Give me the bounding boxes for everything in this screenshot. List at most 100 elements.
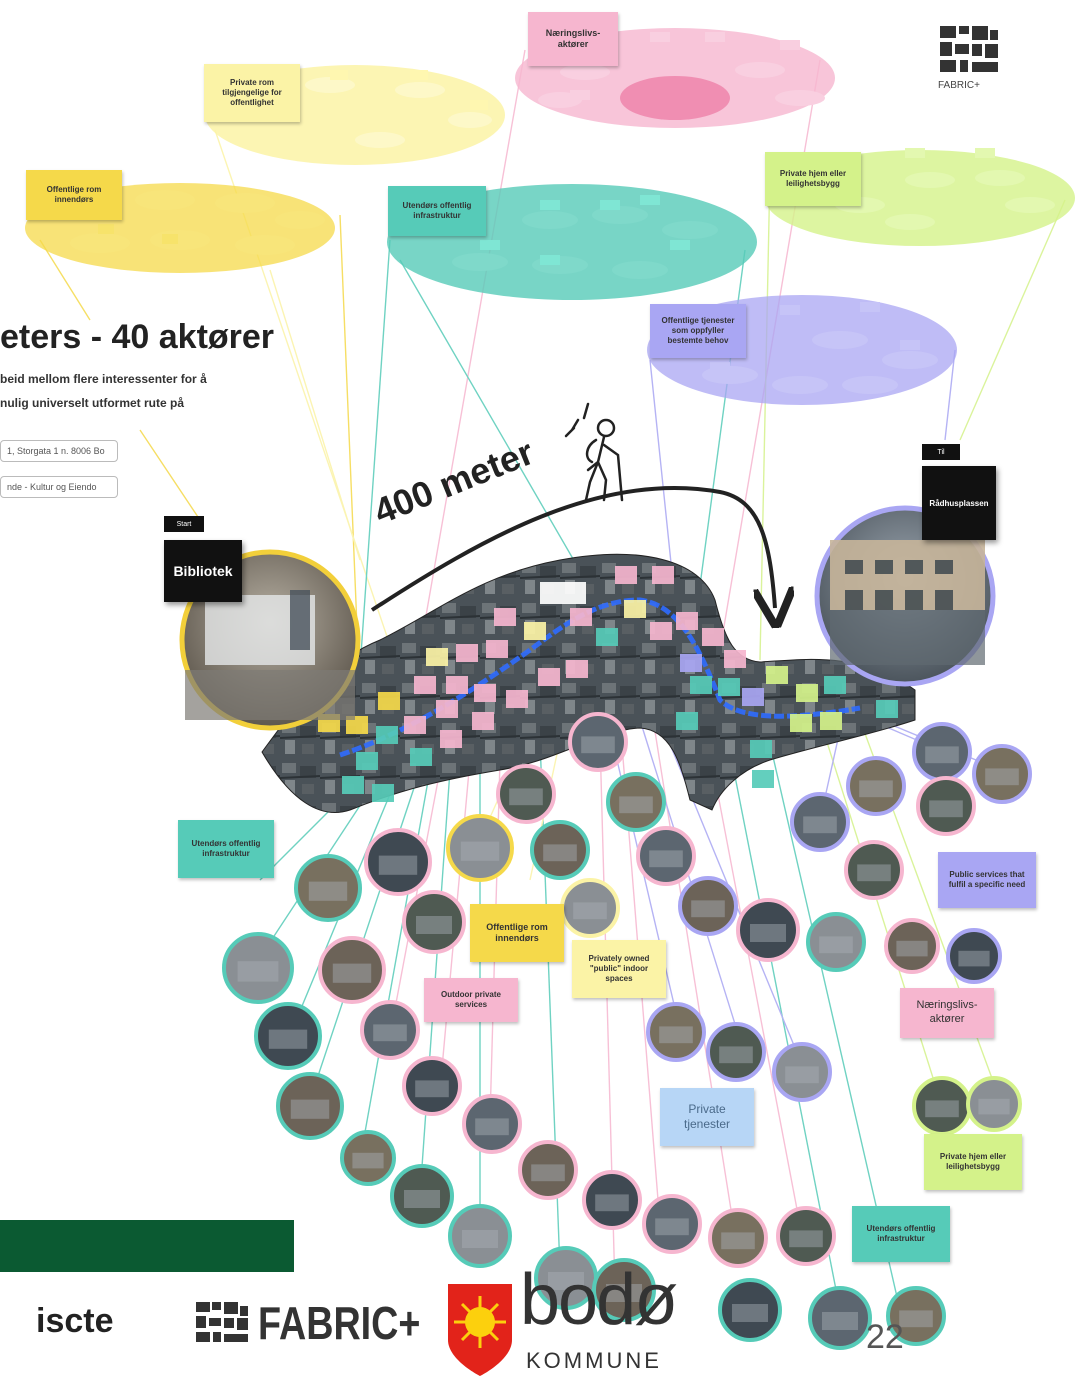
fabric-logo-mark [196, 1302, 248, 1342]
actor-photo [592, 1258, 656, 1322]
actor-photo-detail [404, 1190, 440, 1208]
actor-photo-detail [378, 855, 418, 875]
actor-photo-detail [415, 1080, 449, 1098]
actor-photo-detail [308, 881, 348, 901]
fabric-logo: FABRIC+ [258, 1297, 421, 1349]
actor-photo-detail [789, 1230, 823, 1248]
actor-photo-detail [750, 924, 786, 942]
actor-photo [966, 1076, 1022, 1132]
actor-photo-detail [785, 1066, 819, 1084]
label-yellow-center: Offentlige rom innendørs [470, 904, 564, 962]
actor-photo-detail [659, 1026, 693, 1044]
cluster-label-lavender: Offentlige tjenester som oppfyller beste… [650, 304, 746, 358]
cluster-label-teal: Utendørs offentlig infrastruktur [388, 186, 486, 236]
actor-photo-detail [581, 736, 615, 754]
actor-photo-detail [543, 844, 577, 862]
actor-photo-detail [619, 796, 653, 814]
actor-photo [972, 744, 1032, 804]
actor-photo-detail [290, 1099, 330, 1119]
actor-photo [518, 1140, 578, 1200]
actor-photo [916, 776, 976, 836]
actor-photo [776, 1206, 836, 1266]
page-number: 22 [866, 1318, 904, 1356]
cluster-label-light-yellow: Private rom tilgjengelige for offentligh… [204, 64, 300, 122]
map-sticky-notes [318, 566, 898, 802]
actor-photo [462, 1094, 522, 1154]
address-pill: 1, Storgata 1 n. 8006 Bo [0, 440, 118, 462]
label-green-right: Private hjem eller leilighetsbygg [924, 1134, 1022, 1190]
actor-photo-detail [929, 800, 963, 818]
actor-photo [806, 912, 866, 972]
actor-photo [646, 1002, 706, 1062]
actor-photo [318, 936, 386, 1004]
actor-photo-detail [460, 841, 500, 861]
bodo-logo: bodø [520, 1260, 678, 1340]
actor-photo [846, 756, 906, 816]
actor-photo-detail [573, 902, 607, 920]
actor-photo-detail [655, 1218, 689, 1236]
cluster-label-green: Private hjem eller leilighetsbygg [765, 152, 861, 206]
actor-photo-detail [531, 1164, 565, 1182]
actor-photo-detail [896, 940, 928, 957]
actor-photo-detail [691, 900, 725, 918]
mini-notes [98, 32, 995, 372]
actor-photo [772, 1042, 832, 1102]
actor-photo [530, 820, 590, 880]
iscte-logo: iscte [36, 1302, 114, 1340]
actor-photo [582, 1170, 642, 1230]
actor-photo-circles [222, 712, 1032, 1350]
start-tag: Start [164, 516, 204, 532]
actor-photo-detail [803, 816, 837, 834]
actor-photo-detail [819, 936, 853, 954]
town-hall-label: Rådhusplassen [922, 466, 996, 540]
fabric-logo-small-text: FABRIC+ [938, 80, 980, 91]
actor-photo [636, 826, 696, 886]
subtitle-line-1: beid mellom flere interessenter for å [0, 372, 207, 386]
actor-photo [884, 918, 940, 974]
actor-photo-detail [925, 1100, 959, 1118]
actor-photo-detail [475, 1118, 509, 1136]
cluster-label-yellow: Offentlige rom innendørs [26, 170, 122, 220]
actor-photo-detail [958, 950, 990, 967]
actor-photo [946, 928, 1002, 984]
actor-photo-detail [548, 1272, 584, 1290]
actor-photo-detail [352, 1152, 384, 1169]
label-lavender-right: Public services that fulfil a specific n… [938, 852, 1036, 908]
label-pink-center: Outdoor private services [424, 978, 518, 1022]
actor-photo [294, 854, 362, 922]
actor-photo-detail [978, 1098, 1010, 1115]
label-blue-center: Private tjenester [660, 1088, 754, 1146]
actor-photo-detail [332, 963, 372, 983]
actor-photo [364, 828, 432, 896]
actor-photo [808, 1286, 872, 1350]
actor-photo-detail [237, 961, 279, 982]
department-pill: nde - Kultur og Eiendo [0, 476, 118, 498]
cluster-label-pink: Næringslivs-aktører [528, 12, 618, 66]
subtitle-line-2: nulig universelt utformet rute på [0, 396, 185, 410]
label-teal-left: Utendørs offentlig infrastruktur [178, 820, 274, 878]
actor-photo-detail [925, 746, 959, 764]
actor-photo-detail [416, 916, 452, 934]
actor-photo [446, 814, 514, 882]
actor-photo [706, 1022, 766, 1082]
actor-photo [402, 1056, 462, 1116]
actor-photo [606, 772, 666, 832]
actor-photo [790, 792, 850, 852]
fabric-logo-small [940, 26, 998, 72]
actor-photo [886, 1286, 946, 1346]
actor-photo-detail [985, 768, 1019, 786]
actor-photo [642, 1194, 702, 1254]
kommune-label: KOMMUNE [526, 1348, 662, 1373]
label-light-yellow-center: Privately owned "public" indoor spaces [572, 940, 666, 998]
actor-photo [360, 1000, 420, 1060]
actor-photo [254, 1002, 322, 1070]
actor-photo-detail [606, 1284, 642, 1302]
library-label: Bibliotek [164, 540, 242, 602]
actor-photo-detail [721, 1232, 755, 1250]
actor-photo [390, 1164, 454, 1228]
hiker-icon [564, 402, 624, 502]
actor-photo [340, 1130, 396, 1186]
actor-photo-detail [859, 780, 893, 798]
